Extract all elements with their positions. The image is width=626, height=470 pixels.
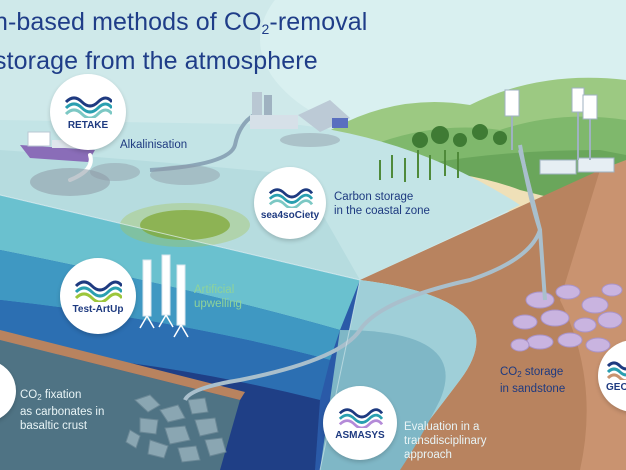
badge-sea4society: sea4soCiety [254,167,326,239]
label-alkalinisation: Alkalinisation [120,139,188,151]
badge-label: Test-ArtUp [72,303,124,315]
wave-logo-icon [64,96,112,118]
badge-label: sea4soCiety [260,209,320,221]
wave-logo-icon [606,361,626,380]
label-line: CO2 fixation [20,389,82,402]
label-carbon-storage: Carbon storage in the coastal zone [334,190,430,218]
badge-asmasys: ASMASYS [323,386,397,460]
label-co2-fixation: CO2 fixation as carbonates in basaltic c… [20,388,104,433]
badge-geo: GEO [598,340,626,412]
label-line: Artificial [194,284,235,296]
label-line: basaltic crust [20,420,88,432]
industry [250,92,350,132]
label-line: as carbonates in [20,406,105,418]
label-co2-sandstone: CO2 storage in sandstone [500,365,565,396]
pipeline-alkalinity [149,110,261,172]
sediment [360,170,626,470]
page-title: n-based methods of CO2-removal storage f… [0,6,367,77]
label-artificial-upwelling: Artificial upwelling [194,283,242,311]
label-line: Evaluation in a [404,421,480,433]
wave-logo-icon [268,187,313,208]
label-line: Carbon storage [334,191,414,203]
wave-logo-icon [338,407,383,428]
label-line: transdisciplinary [404,435,487,447]
label-line: in sandstone [500,383,566,395]
label-line: upwelling [194,298,242,310]
title-line-2: storage from the atmosphere [0,47,318,75]
badge-retake: RETAKE [50,74,126,150]
algae-bloom [140,210,230,240]
wave-logo-icon [74,280,122,302]
badge-label: GEO [606,381,626,393]
badge-test-artup: Test-ArtUp [60,258,136,334]
label-line: CO2 storage [500,366,564,379]
badge-label: ASMASYS [335,429,385,441]
title-line-1: n-based methods of CO2-removal [0,8,368,37]
label-evaluation: Evaluation in a transdisciplinary approa… [404,420,486,462]
badge-label: RETAKE [67,119,109,131]
label-line: in the coastal zone [334,205,430,217]
label-line: approach [404,449,452,461]
pipeline-sandstone [518,149,547,301]
